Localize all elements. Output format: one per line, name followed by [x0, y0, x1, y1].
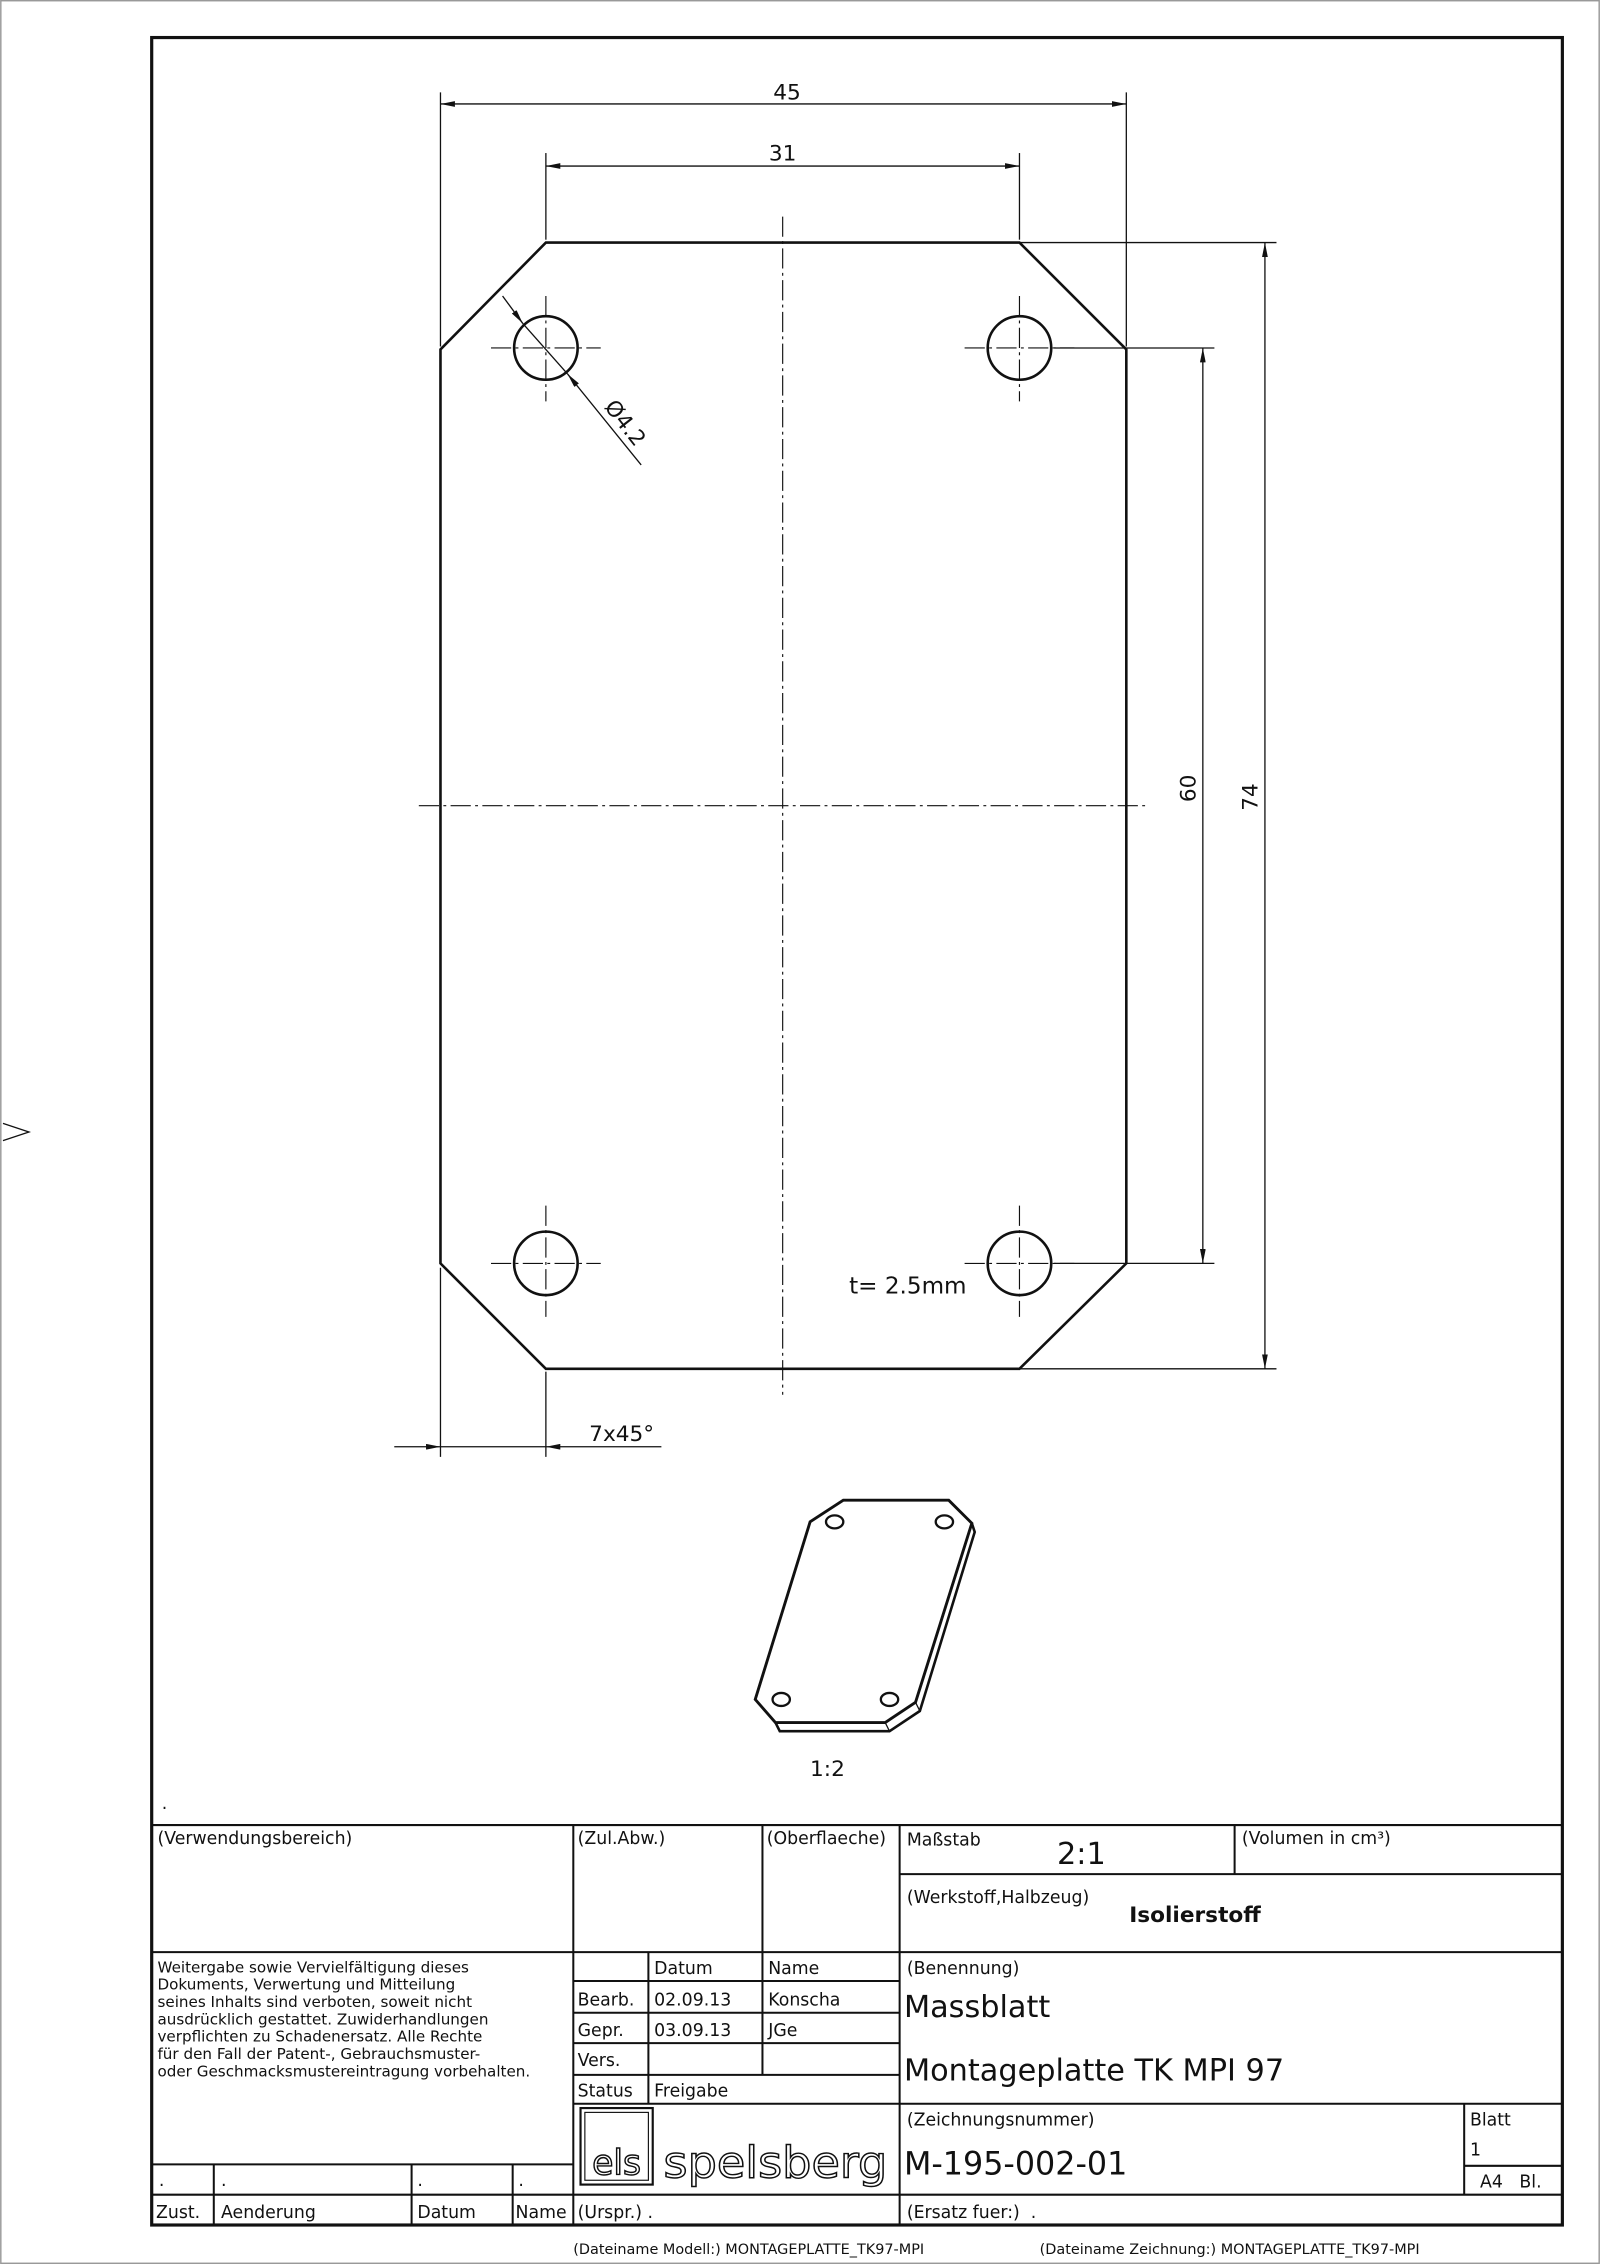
bearb-name: Konscha: [768, 1991, 840, 2011]
svg-text:oder Geschmacksmustereintragun: oder Geschmacksmustereintragung vorbehal…: [157, 2062, 530, 2080]
datum-label: Datum: [417, 2203, 476, 2223]
dimension-label: 7x45°: [589, 1422, 654, 1447]
title-line-2: Montageplatte TK MPI 97: [904, 2054, 1284, 2089]
svg-text:Weitergabe sowie Vervielfältig: Weitergabe sowie Vervielfältigung dieses: [157, 1958, 469, 1976]
ersatz-label: (Ersatz fuer:) .: [907, 2203, 1036, 2223]
bearb-label: Bearb.: [578, 1991, 635, 2011]
dimension-60: 60: [1054, 347, 1215, 1265]
isometric-scale-label: 1:2: [810, 1757, 845, 1782]
svg-text:verpflichten zu Schadenersatz.: verpflichten zu Schadenersatz. Alle Rech…: [157, 2028, 482, 2046]
massstab-value: 2:1: [1057, 1837, 1106, 1872]
drawing-filename: (Dateiname Zeichnung:) MONTAGEPLATTE_TK9…: [1040, 2242, 1420, 2258]
dimension-label: 74: [1239, 783, 1264, 811]
gepr-name: JGe: [767, 2021, 797, 2041]
benennung-label: (Benennung): [907, 1959, 1020, 1979]
center-lines: [418, 216, 1150, 1395]
gepr-date: 03.09.13: [654, 2021, 731, 2041]
oberflaeche-label: (Oberflaeche): [767, 1829, 886, 1849]
svg-text:seines Inhalts sind verboten,: seines Inhalts sind verboten, soweit nic…: [157, 1993, 472, 2011]
blatt-value: 1: [1470, 2141, 1481, 2161]
isometric-view: [753, 1498, 977, 1733]
volumen-label: (Volumen in cm³): [1242, 1829, 1391, 1849]
col-name: Name: [768, 1959, 819, 1979]
status-value: Freigabe: [654, 2082, 728, 2102]
format-label: A4 Bl.: [1480, 2172, 1542, 2192]
change-dot: .: [417, 2171, 423, 2191]
logo-spelsberg: spelsberg: [664, 2138, 888, 2188]
change-dot: .: [221, 2171, 227, 2191]
zeichnungsnummer: M-195-002-01: [904, 2146, 1127, 2182]
dimension-45: 45: [439, 81, 1127, 347]
dimension-label: Ø4.2: [599, 395, 650, 451]
verwendungsbereich-label: (Verwendungsbereich): [157, 1829, 352, 1849]
drawing-frame: [150, 35, 1564, 2227]
svg-text:ausdrücklich gestattet. Zuwide: ausdrücklich gestattet. Zuwiderhandlunge…: [157, 2010, 488, 2028]
werkstoff-value: Isolierstoff: [1129, 1903, 1261, 1928]
dimension-label: 60: [1177, 775, 1202, 803]
title-line-1: Massblatt: [904, 1990, 1050, 2025]
zul-abw-label: (Zul.Abw.): [578, 1829, 666, 1849]
dimension-label: 45: [773, 81, 801, 106]
thickness-note: t= 2.5mm: [849, 1274, 966, 1300]
dimension-31: 31: [545, 141, 1021, 240]
status-label: Status: [578, 2082, 633, 2102]
svg-text:Dokuments, Verwertung und Mitt: Dokuments, Verwertung und Mitteilung: [157, 1976, 455, 1994]
dimension-74: 74: [1019, 241, 1277, 1370]
svg-text:für den Fall der Patent-, Gebr: für den Fall der Patent-, Gebrauchsmuste…: [157, 2045, 480, 2063]
zust-label: Zust.: [156, 2203, 200, 2223]
copyright-notice: Weitergabe sowie Vervielfältigung dieses…: [157, 1958, 530, 2080]
col-datum: Datum: [654, 1959, 713, 1979]
aenderung-label: Aenderung: [221, 2203, 316, 2223]
spelsberg-logo: els spelsberg: [579, 2106, 888, 2189]
zeichnungsnummer-label: (Zeichnungsnummer): [907, 2110, 1095, 2130]
bearb-date: 02.09.13: [654, 1991, 731, 2011]
urspr-label: (Urspr.) .: [578, 2203, 653, 2223]
dimension-label: 31: [769, 141, 797, 166]
change-dot: .: [159, 2171, 165, 2191]
gepr-label: Gepr.: [578, 2021, 624, 2041]
logo-els: els: [592, 2143, 641, 2183]
massstab-label: Maßstab: [907, 1830, 981, 1850]
dimension-chamfer: 7x45°: [394, 1267, 662, 1457]
plate-view: 45 31 60 74 Ø4.2: [394, 81, 1277, 1457]
dimension-diameter: Ø4.2: [502, 295, 650, 466]
centering-mark: [2, 1122, 32, 1142]
vers-label: Vers.: [578, 2051, 621, 2071]
model-filename: (Dateiname Modell:) MONTAGEPLATTE_TK97-M…: [573, 2242, 924, 2258]
change-dot: .: [518, 2171, 524, 2191]
name-label: Name: [516, 2203, 567, 2223]
blatt-label: Blatt: [1470, 2110, 1511, 2130]
dot-marker: .: [162, 1794, 168, 1814]
title-block: (Verwendungsbereich) (Zul.Abw.) (Oberfla…: [151, 1824, 1563, 2226]
werkstoff-label: (Werkstoff,Halbzeug): [907, 1888, 1089, 1908]
